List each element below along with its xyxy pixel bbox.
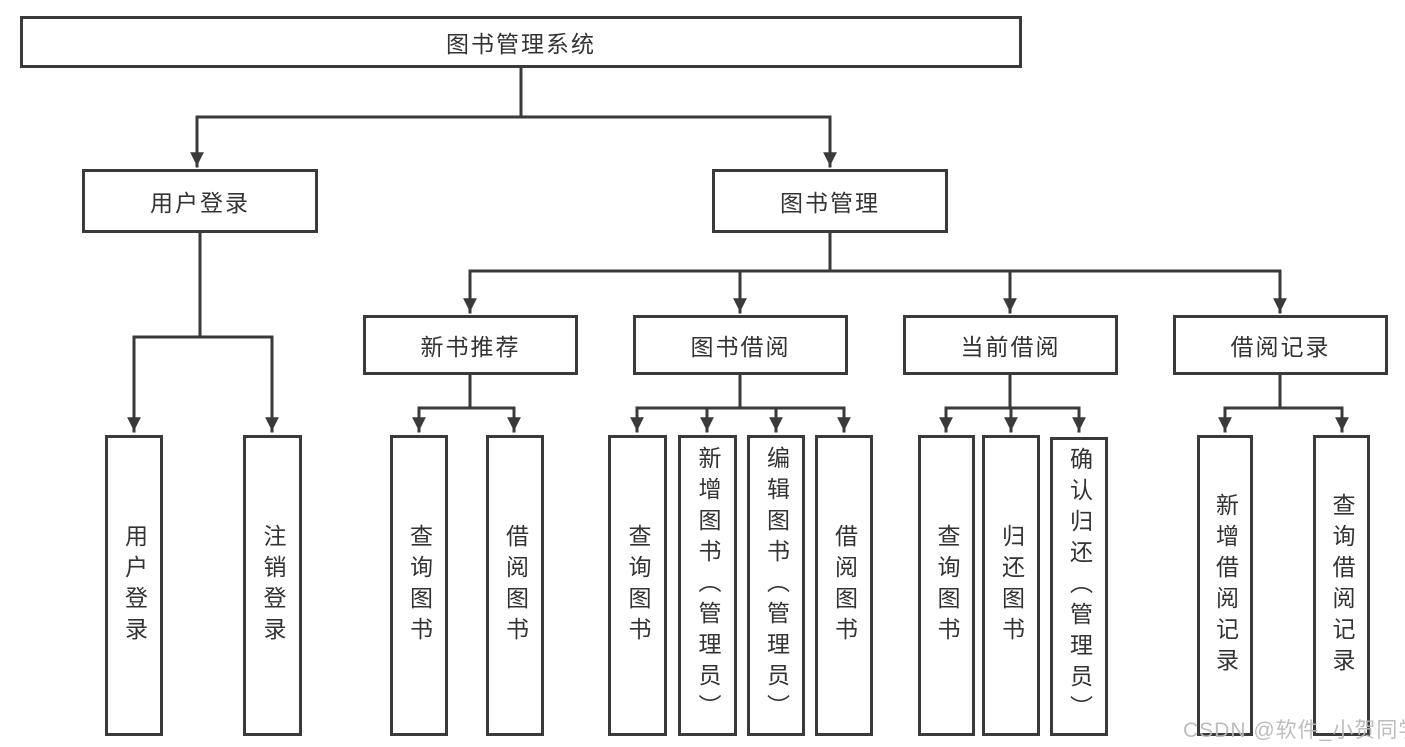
node-leaf-borrow-books-recommend: 借阅图书	[486, 435, 544, 736]
node-library-system: 图书管理系统	[20, 16, 1022, 68]
node-book-borrow: 图书借阅	[633, 315, 848, 375]
node-leaf-add-borrow-record: 新增借阅记录	[1197, 435, 1253, 736]
node-new-book-recommend: 新书推荐	[363, 315, 578, 375]
node-leaf-edit-book-admin: 编辑图书（管理员）	[747, 435, 805, 736]
node-borrow-records: 借阅记录	[1173, 315, 1388, 375]
node-leaf-query-borrow-record: 查询借阅记录	[1313, 435, 1370, 736]
node-current-borrow: 当前借阅	[903, 315, 1118, 375]
node-leaf-confirm-return-admin: 确认归还（管理员）	[1050, 437, 1108, 736]
node-leaf-query-books-current: 查询图书	[918, 435, 975, 736]
node-leaf-user-login: 用户登录	[105, 435, 163, 736]
node-leaf-query-books-borrow: 查询图书	[608, 435, 667, 736]
node-book-management: 图书管理	[712, 169, 948, 233]
node-leaf-add-book-admin: 新增图书（管理员）	[678, 435, 737, 736]
node-leaf-query-books-recommend: 查询图书	[390, 435, 448, 736]
node-leaf-logout: 注销登录	[243, 435, 302, 736]
node-user-login: 用户登录	[82, 169, 318, 233]
watermark-text: CSDN @软件_小贺同学	[1183, 719, 1405, 742]
node-leaf-borrow-books: 借阅图书	[815, 435, 873, 736]
node-leaf-return-books: 归还图书	[982, 435, 1040, 736]
